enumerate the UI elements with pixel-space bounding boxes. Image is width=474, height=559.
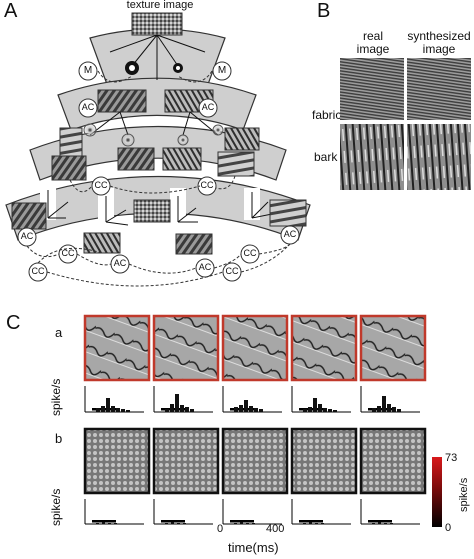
x-axis-label: time(ms) [228,540,279,555]
node-ac-6: AC [198,262,212,272]
colorbar-max: 73 [445,452,458,464]
row-b-ylabel: spike/s [49,488,63,526]
x-tick-0: 0 [217,523,224,535]
colorbar-min: 0 [445,522,452,534]
row-b-stimulus-image [152,427,220,495]
row-a-ylabel: spike/s [49,378,63,416]
response-panel [83,314,427,525]
row-a-stimulus-image [359,314,427,382]
node-ac-1: AC [81,102,95,112]
row-a-psth [360,386,420,413]
node-ac-2: AC [201,102,215,112]
fabric-real-image [340,58,404,120]
node-ac-4: AC [283,229,297,239]
node-cc-6: CC [225,266,239,276]
node-cc-3: CC [61,248,75,258]
row-a-psth [153,386,213,413]
row-a-psth [291,386,351,413]
row-a-stimulus-image [290,314,358,382]
node-ac-5: AC [113,258,127,268]
row-b-psth [360,499,420,525]
level3-ring [29,125,287,181]
row-a-stimulus-image [221,314,289,382]
row-label-fabric: fabric [312,108,342,122]
node-cc-4: CC [243,248,257,258]
row-b-stimulus-image [221,427,289,495]
row-b-psth [84,499,144,525]
node-m-left: M [83,65,93,76]
input-texture-image [131,12,183,36]
panel-label-cb: b [55,431,63,446]
texture-model-diagram [5,12,311,287]
row-b-psth [153,499,213,525]
panel-label-a: A [4,0,18,22]
texture-comparison-grid [340,58,471,190]
col-header-real: real image [356,29,390,56]
node-m-right: M [217,65,227,76]
x-tick-400: 400 [266,523,285,535]
row-a-stimulus-image [83,314,151,382]
row-b-stimulus-image [83,427,151,495]
row-b-psth [222,499,282,525]
row-b-psth [291,499,351,525]
node-cc-1: CC [94,180,108,190]
colorbar-unit: spike/s [458,477,470,512]
row-label-bark: bark [314,150,338,164]
row-b-stimulus-image [359,427,427,495]
col-header-synth: synthesized image [407,29,471,56]
row-a-psth [222,386,282,413]
node-cc-2: CC [200,180,214,190]
texture-image-label: texture image [126,0,194,11]
fabric-synth-image [407,58,471,120]
panel-label-ca: a [55,325,63,340]
node-ac-3: AC [20,231,34,241]
row-a-stimulus-image [152,314,220,382]
colorbar [432,457,442,527]
row-a-psth [84,386,144,413]
row-b-stimulus-image [290,427,358,495]
bark-real-image [340,124,404,190]
bark-synth-image [407,124,471,190]
panel-label-c: C [6,312,21,334]
panel-label-b: B [317,0,331,22]
node-cc-5: CC [31,266,45,276]
